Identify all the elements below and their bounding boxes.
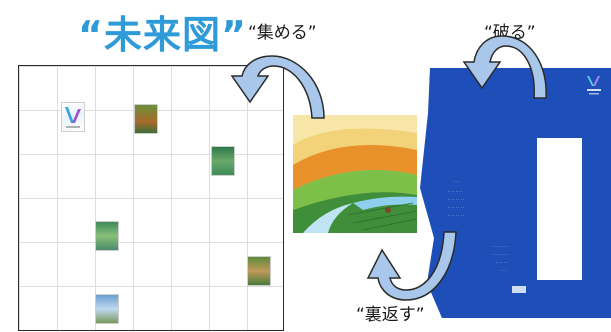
label-flip: “裏返す” xyxy=(356,305,425,325)
label-gather: “集める” xyxy=(248,23,317,43)
diagram-title: “未来図” xyxy=(78,13,247,57)
flip-arrow-icon xyxy=(366,231,457,301)
gather-arrow-icon xyxy=(230,55,325,119)
grid-tile-scene-3 xyxy=(95,221,119,251)
break-arrow-icon xyxy=(462,35,547,99)
svg-text:· · · · ·: · · · · · xyxy=(496,260,507,265)
grid-tile-scene-5 xyxy=(95,294,119,324)
poster-logo xyxy=(584,74,604,100)
grid-tile-scene-2 xyxy=(211,146,235,176)
svg-text:· · · · · · ·: · · · · · · · xyxy=(448,205,465,210)
grid-tile-logo xyxy=(61,102,85,132)
svg-text:· · · · · · ·: · · · · · · · xyxy=(492,252,509,257)
svg-text:· · · · · · ·: · · · · · · · xyxy=(448,197,465,202)
landscape-illustration xyxy=(293,115,417,233)
svg-text:· · · · · · ·: · · · · · · · xyxy=(492,244,509,249)
grid-tile-scene-1 xyxy=(134,104,158,134)
grid-tile-scene-4 xyxy=(247,256,271,286)
logo-icon xyxy=(587,76,601,95)
svg-text:· · ·: · · · xyxy=(454,179,460,184)
poster-image: · · · · · · · · · · · · · · · · · · · · … xyxy=(412,68,611,318)
svg-text:· · ·: · · · xyxy=(500,268,506,273)
logo-fragment-icon xyxy=(65,107,81,128)
svg-text:· · · · · ·: · · · · · · xyxy=(448,189,462,194)
svg-text:· · · · · · ·: · · · · · · · xyxy=(448,213,465,218)
collection-grid xyxy=(18,65,284,331)
